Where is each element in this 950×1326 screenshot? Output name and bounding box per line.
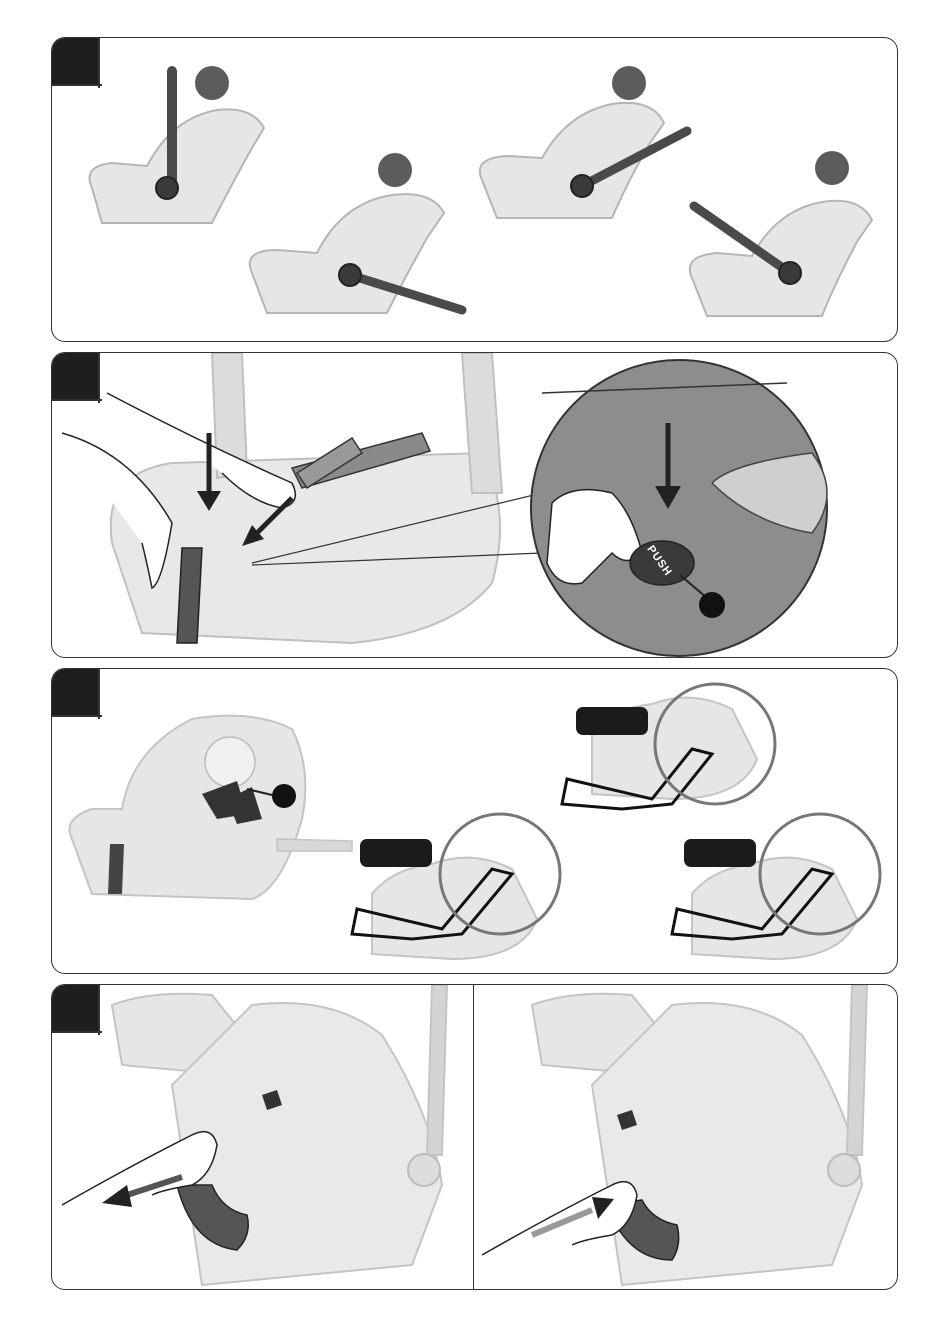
seat-handle-front-down: [690, 151, 872, 316]
seat-handle-up: [90, 66, 265, 223]
panel-belt-adjust: [51, 984, 898, 1290]
handle-positions-illustration: [52, 38, 898, 342]
position-marker-a: [195, 66, 229, 100]
routing-tag-middle: [360, 839, 432, 867]
harness-release-illustration: [52, 353, 898, 658]
seat-handle-rocking: [480, 66, 687, 218]
routing-view-bottom: [672, 814, 880, 959]
panel-harness-release: PUSH: [51, 352, 898, 658]
belt-tighten-view: [482, 985, 867, 1285]
routing-tag-bottom: [684, 839, 756, 867]
routing-tag-top: [576, 707, 648, 735]
belt-loosen-view: [62, 985, 447, 1285]
seat-handle-back-down: [250, 153, 462, 313]
panel-handle-positions: [51, 37, 898, 342]
seat-with-baby: [70, 716, 306, 899]
routing-view-middle: [352, 814, 560, 959]
position-marker-d: [815, 151, 849, 185]
position-marker-c: [612, 66, 646, 100]
routing-view-top: [562, 684, 775, 809]
hand: [482, 1182, 637, 1255]
harness-routing-illustration: [52, 669, 898, 974]
push-button-marker: [699, 592, 725, 618]
belt-adjust-illustration: [52, 985, 898, 1290]
shoulder-strap-marker: [272, 784, 296, 808]
carry-handle: [167, 66, 177, 186]
panel-harness-routing: [51, 668, 898, 974]
baby-head: [205, 737, 255, 787]
position-marker-b: [378, 153, 412, 187]
crotch-strap: [177, 548, 202, 643]
